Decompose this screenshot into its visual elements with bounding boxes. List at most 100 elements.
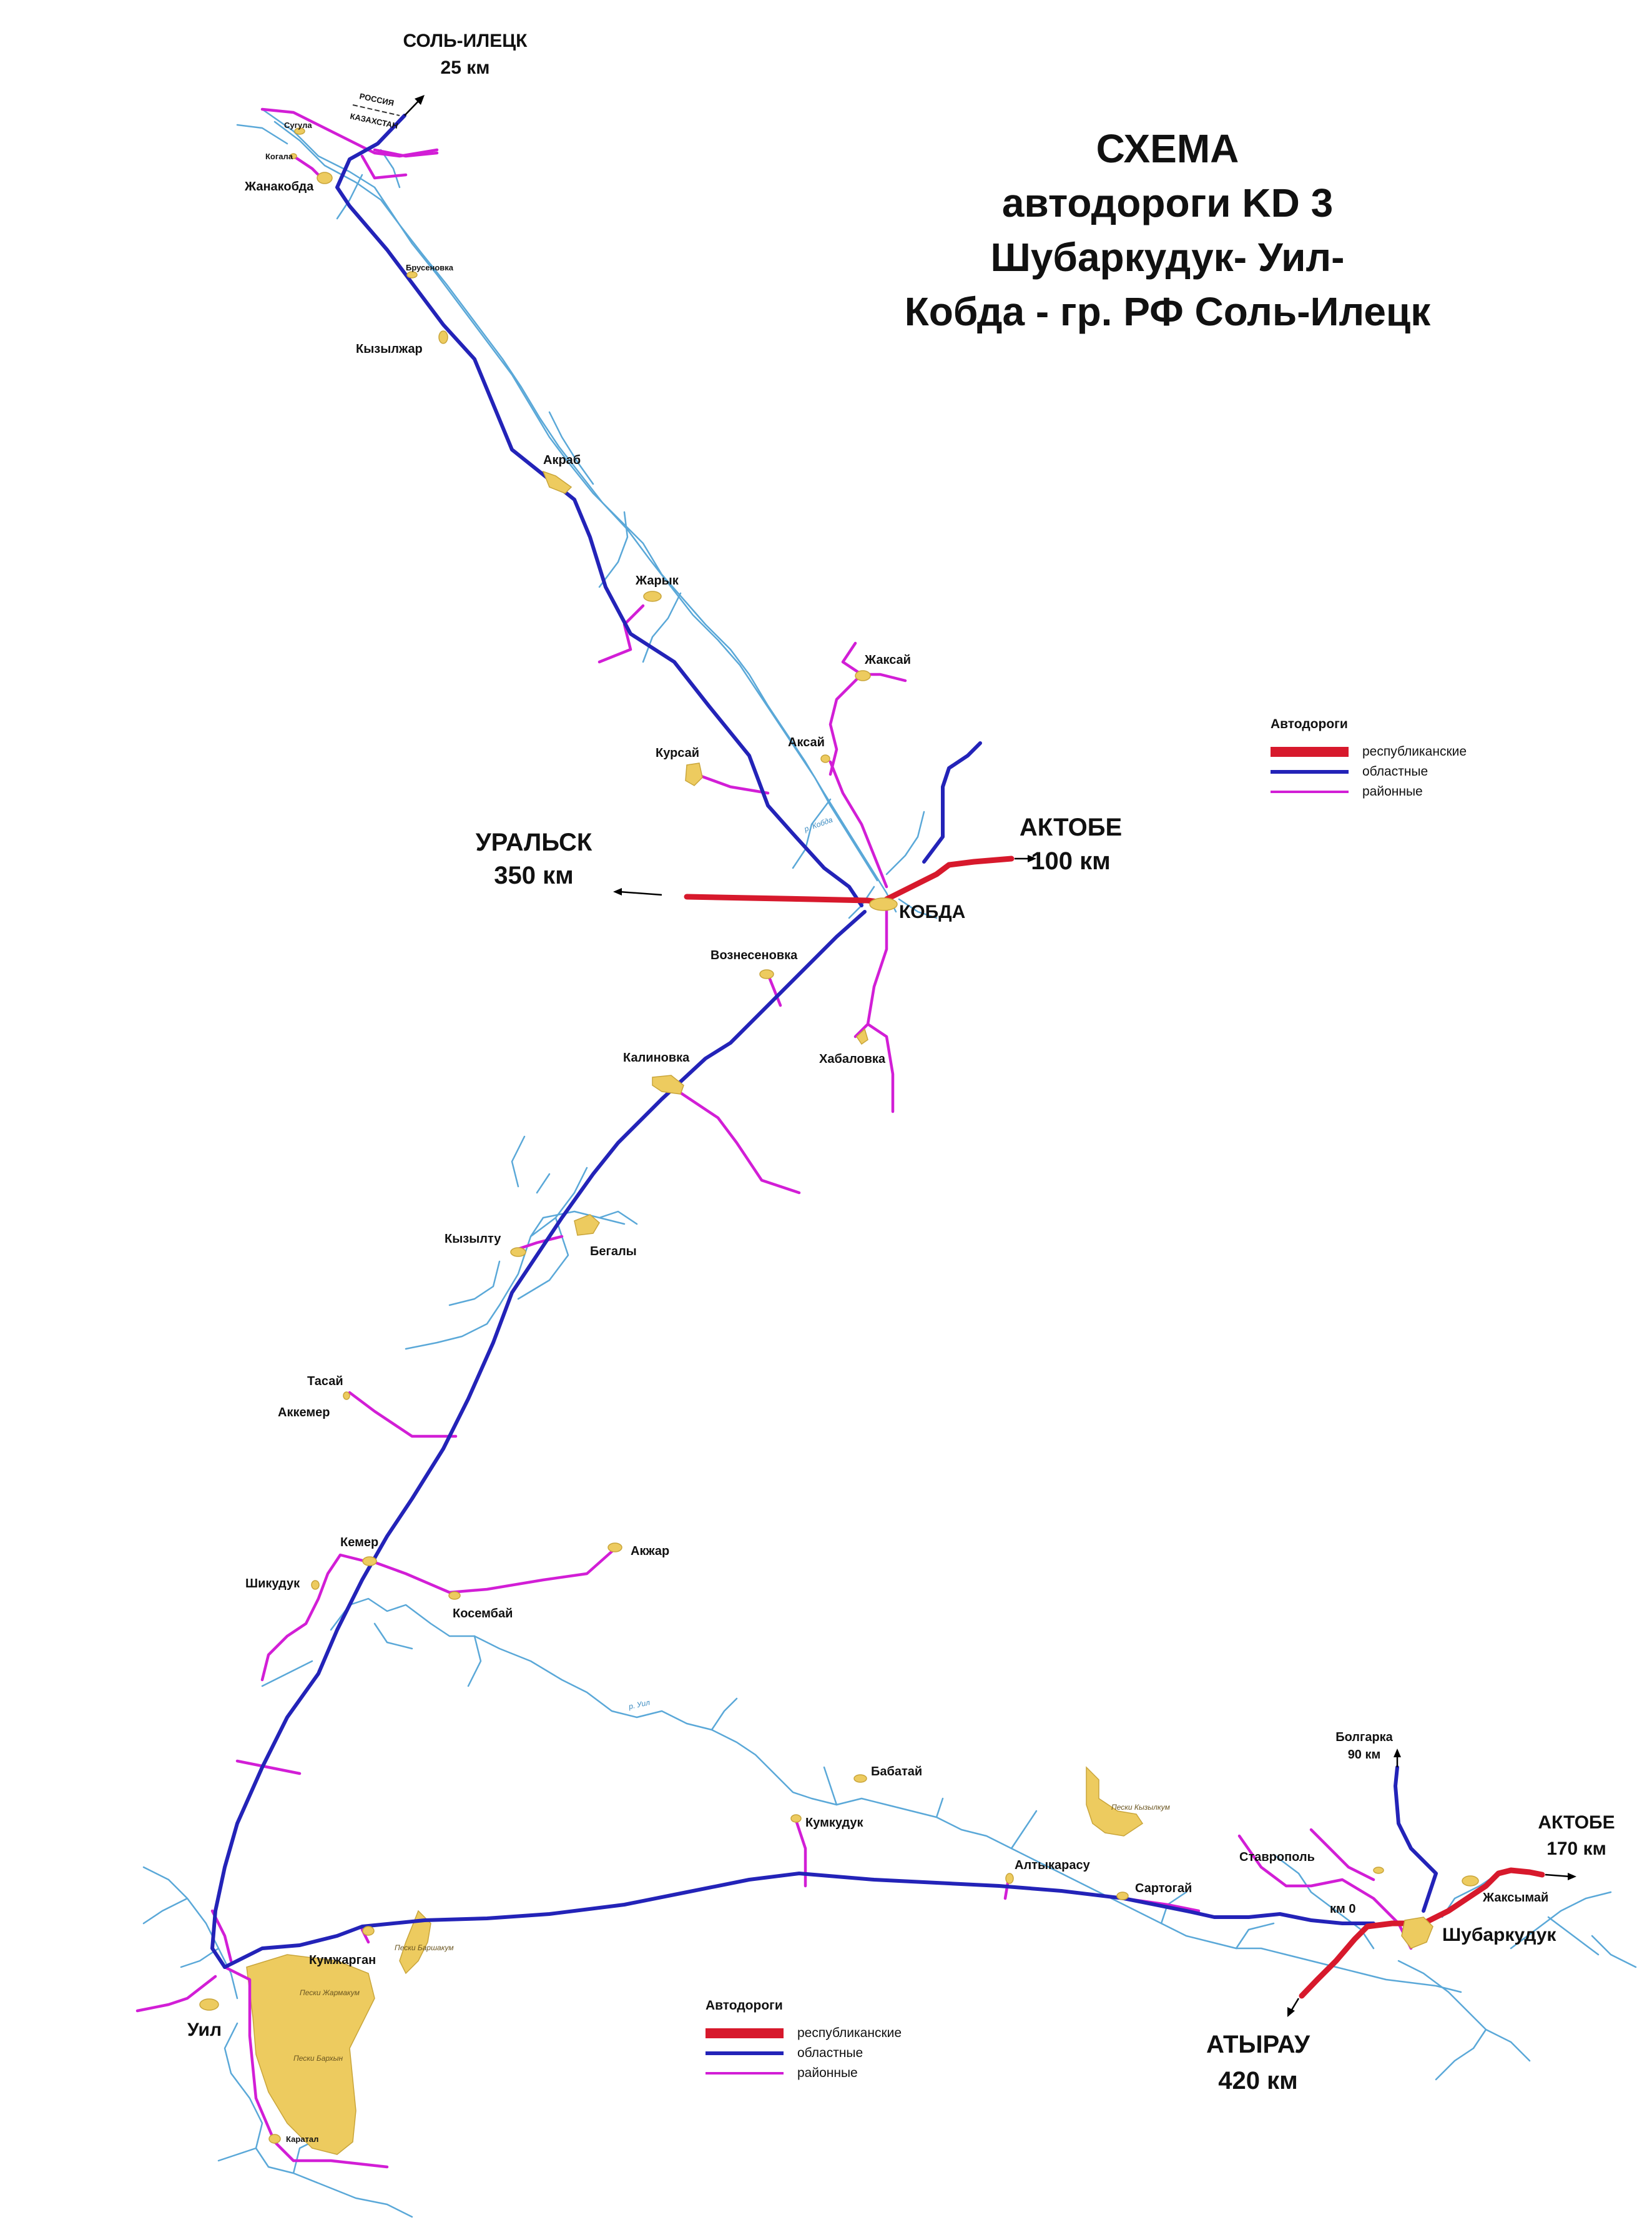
town-shikuduk: [311, 1580, 320, 1590]
river-uil: [330, 1597, 1462, 1993]
town-labels: КОБДА Шубаркудук Уил Сугула Когала Жанак…: [187, 121, 1556, 2144]
town-zhaksai: [855, 670, 871, 681]
km-zero-label: км 0: [1330, 1902, 1355, 1916]
arrow-head-aktobe-north: [1028, 855, 1036, 862]
label-kumzhargan: Кумжарган: [309, 1953, 376, 1967]
dest-sol-iletsk-dist: 25 км: [441, 57, 490, 78]
label-akrab: Акраб: [543, 453, 581, 467]
road-kobda-aktobe: [883, 856, 1015, 902]
town-aksai: [820, 754, 830, 763]
label-begaly: Бегалы: [590, 1245, 637, 1258]
road-kd3-south: [210, 910, 867, 1969]
dest-sol-iletsk-name: СОЛЬ-ИЛЕЦК: [403, 31, 528, 51]
legend-label-district: районные: [1362, 784, 1423, 799]
dest-uralsk-name: УРАЛЬСК: [476, 829, 592, 856]
arrow-head-sol-iletsk: [415, 95, 425, 105]
label-kogala: Когала: [265, 152, 293, 161]
road-voznesenovka: [766, 972, 782, 1007]
arrow-sol-iletsk: [404, 99, 420, 116]
sand-kyzylkum: [1086, 1766, 1144, 1837]
thick-red-line-icon: [706, 2028, 784, 2038]
label-akzhar: Акжар: [631, 1544, 669, 1558]
title-line-1: СХЕМА: [1096, 126, 1239, 171]
town-sugula: [294, 127, 305, 135]
map-title: СХЕМА автодороги KD 3 Шубаркудук- Уил- К…: [824, 122, 1511, 339]
town-begaly: [574, 1214, 600, 1236]
legend-bottom-row-district: районные: [706, 2063, 902, 2083]
title-line-2: автодороги KD 3: [1001, 180, 1334, 226]
town-kogala: [290, 153, 297, 159]
blue-line-icon: [1271, 770, 1349, 774]
road-kd3-north: [335, 114, 863, 907]
road-kalinovka-south: [679, 1091, 801, 1195]
thick-red-line-icon: [1271, 747, 1349, 757]
label-shikuduk: Шикудук: [245, 1577, 300, 1591]
river-label-kobda: р. Кобда: [802, 815, 833, 834]
regional-roads: [210, 114, 1438, 1969]
legend-bottom: Автодороги республиканские областные рай…: [706, 1998, 902, 2083]
label-babatai: Бабатай: [871, 1765, 922, 1779]
town-stavropol: [1373, 1867, 1384, 1874]
town-babatai: [853, 1774, 867, 1783]
road-uil-west: [235, 1759, 302, 1775]
label-tasai: Тасай: [307, 1374, 343, 1388]
dest-aktobe-north-dist: 100 км: [1031, 847, 1110, 875]
rivers: [142, 108, 1637, 2218]
river-kobda-west-bank: [273, 121, 878, 882]
sand-label-kyzylkum: Пески Кызылкум: [1111, 1803, 1170, 1812]
road-kemer-akzhar: [370, 1547, 617, 1594]
town-kumkuduk: [790, 1814, 802, 1823]
sand-label-zharmaqum: Пески Жармакум: [300, 1988, 360, 1997]
road-zharyk: [597, 604, 645, 664]
sand-areas: Пески Жармакум Пески Бархын Пески Баршак…: [246, 1766, 1170, 2155]
legend-row-district: районные: [1271, 782, 1467, 802]
legend-title: Автодороги: [1271, 717, 1348, 731]
road-aksai-kobda: [828, 760, 888, 889]
arrow-head-bolgarka: [1394, 1749, 1401, 1757]
town-altykarasu: [1005, 1873, 1014, 1884]
legend-row-regional: областные: [1271, 762, 1467, 782]
legend-bottom-label-district: районные: [797, 2066, 858, 2080]
sand-label-barkhyn: Пески Бархын: [293, 2054, 343, 2063]
town-kyzylzhar: [438, 330, 448, 344]
label-stavropol: Ставрополь: [1239, 1850, 1315, 1864]
town-kemer: [362, 1556, 377, 1566]
river-north-branch: [236, 124, 401, 220]
town-zhaksymai: [1462, 1875, 1479, 1887]
label-kyzylzhar: Кызылжар: [356, 342, 423, 356]
direction-arrows: [404, 95, 1576, 2017]
title-line-4: Кобда - гр. РФ Соль-Илецк: [904, 289, 1431, 335]
border-label-russia: РОССИЯ: [358, 91, 395, 107]
river-begaly-network: [405, 1135, 638, 1350]
magenta-line-icon: [1271, 791, 1349, 793]
label-voznesenovka: Вознесеновка: [710, 949, 798, 962]
dest-aktobe-south-name: АКТОБЕ: [1538, 1812, 1615, 1833]
town-voznesenovka: [759, 969, 774, 979]
town-zhanakobda: [317, 172, 333, 184]
dest-aktobe-south-dist: 170 км: [1546, 1838, 1606, 1859]
town-kalinovka: [652, 1075, 684, 1095]
settlements: [199, 127, 1479, 2144]
label-sugula: Сугула: [284, 121, 312, 130]
town-sartogai: [1116, 1892, 1129, 1900]
road-kyzyltu: [516, 1235, 564, 1251]
road-atyrau-shubarkuduk: [1299, 1867, 1545, 1999]
arrow-uralsk: [619, 890, 662, 896]
town-tasai: [343, 1391, 350, 1400]
label-zhaksymai: Жаксымай: [1482, 1891, 1548, 1905]
dest-uralsk-dist: 350 км: [494, 862, 573, 889]
dest-bolgarka-name: Болгарка: [1335, 1730, 1393, 1744]
sand-label-barshakum: Пески Баршакум: [395, 1943, 454, 1952]
road-kumkuduk: [794, 1818, 807, 1888]
town-kursai: [685, 762, 703, 786]
label-zhanakobda: Жанакобда: [244, 180, 314, 194]
destination-labels: СОЛЬ-ИЛЕЦК 25 км УРАЛЬСК 350 км АКТОБЕ 1…: [403, 31, 1615, 2094]
town-karatal: [268, 2134, 281, 2144]
district-roads: [135, 107, 1413, 2169]
arrow-head-uralsk: [613, 888, 622, 895]
town-khabalovka: [856, 1028, 868, 1045]
label-zhaksai: Жаксай: [864, 653, 911, 667]
town-uil: [199, 1998, 219, 2011]
label-uil: Уил: [187, 2020, 222, 2040]
